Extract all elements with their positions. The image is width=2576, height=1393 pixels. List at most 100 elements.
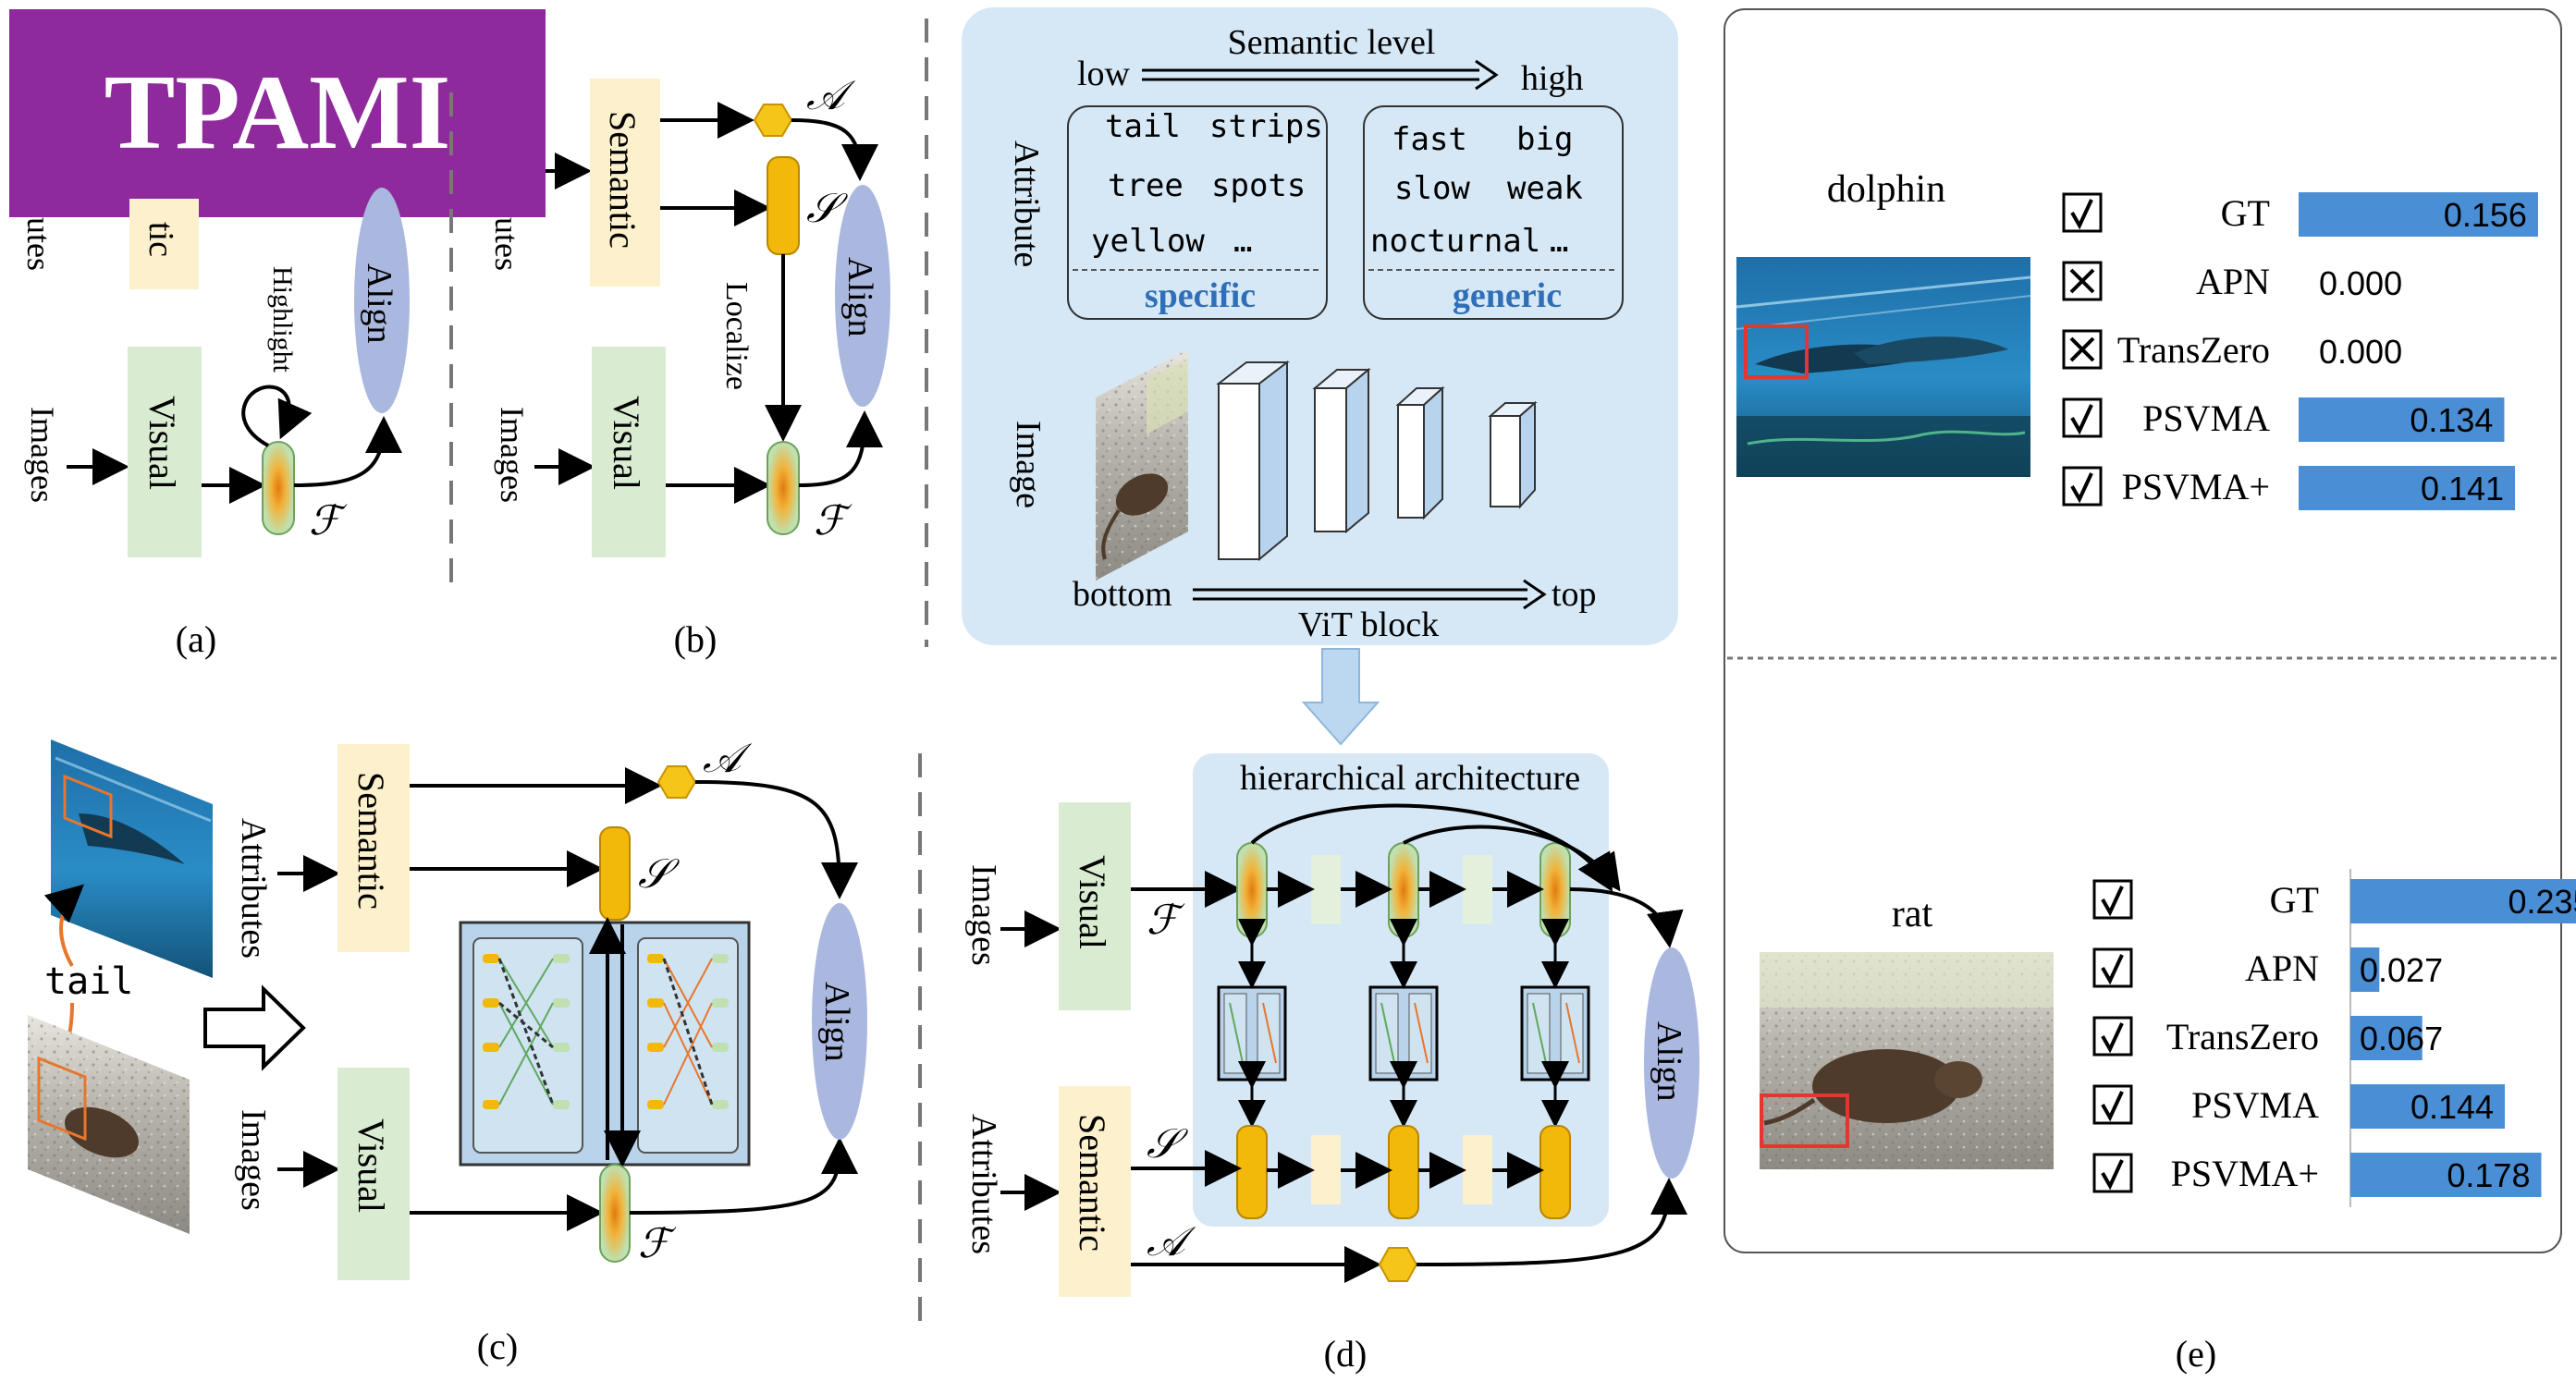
panel-b-arrow-to-align (798, 410, 883, 487)
high-label: high (1521, 59, 1584, 98)
panel-c-hollow-arrow (203, 984, 306, 1071)
dolphin-check-icon-1 (2070, 199, 2093, 230)
hier-module-1 (1217, 985, 1287, 1081)
hier-skip-3 (1569, 887, 1684, 948)
dolphin-mark-box-5 (2062, 466, 2103, 507)
module-left-net (483, 954, 570, 1109)
rat-method-label-2: APN (2245, 947, 2319, 989)
dolphin-mark-box-1 (2062, 192, 2103, 233)
rat-crop-box (1760, 1094, 1849, 1148)
dolphin-value-label-4: 0.134 (2410, 401, 2493, 439)
low-label: low (1077, 55, 1131, 93)
rat-value-label-1: 0.235 (2509, 883, 2576, 921)
dolphin-bar-1 (2299, 192, 2538, 237)
panel-d-visual-box (1059, 802, 1131, 1010)
rat-bar-2 (2350, 947, 2380, 992)
panel-b-f-pill (767, 441, 800, 535)
hier-s-pill-3 (1539, 1125, 1571, 1219)
panel-c-images-label: Images (234, 1109, 273, 1211)
dolphin-check-icon-4 (2070, 404, 2093, 435)
panel-b-a-symbol: 𝒜 (806, 73, 856, 118)
hier-f-pill-3 (1539, 842, 1571, 938)
semantic-level-arrow (1142, 59, 1499, 91)
hier-vit-green-1 (1311, 855, 1341, 924)
panel-d-visual-label: Visual (1072, 855, 1113, 949)
caption-c: (c) (477, 1326, 518, 1367)
rat-check-icon-4 (2101, 1091, 2124, 1122)
hier-f-pill-2 (1388, 842, 1419, 938)
rat-bar-1 (2350, 879, 2576, 923)
rat-check-icon-2 (2101, 954, 2124, 985)
image-label: Image (1009, 421, 1048, 508)
bottom-label: bottom (1073, 575, 1172, 614)
panel-c-s-pill (599, 826, 631, 921)
panel-c-a-hexagon (656, 765, 697, 799)
dolphin-thumbnail-skewed (51, 739, 213, 978)
panel-a-visual-box (128, 347, 202, 557)
panel-c-a-symbol: 𝒜 (703, 736, 753, 781)
panel-d-s-symbol: 𝒮 (1147, 1121, 1188, 1167)
panel-a-semantic-fragment: tic (141, 222, 180, 257)
rat-bar-5 (2350, 1153, 2542, 1197)
panel-b: utes Semantic 𝒜 𝒮 Localize Align Images … (488, 73, 890, 660)
rat-bars: GT0.235APN0.027TransZero0.067PSVMA0.144P… (2092, 869, 2576, 1207)
panel-d-bottom: hierarchical architecture Images Visual … (964, 753, 1699, 1375)
panel-c-f-symbol: ℱ (638, 1221, 677, 1266)
panel-b-semantic-box (590, 79, 660, 287)
caption-a: (a) (176, 618, 216, 660)
dolphin-photo (1736, 257, 2031, 477)
dolphin-method-label-4: PSVMA (2142, 397, 2270, 439)
generic-group-box (1363, 105, 1624, 320)
panel-b-visual-box (592, 347, 666, 557)
panel-a-attributes-fragment: utes (20, 217, 57, 271)
panel-a-semantic-box (129, 199, 199, 289)
dolphin-cross-icon-3 (2069, 336, 2095, 362)
dolphin-bar-4 (2299, 397, 2505, 442)
dolphin-method-label-5: PSVMA+ (2122, 466, 2270, 507)
dolphin-crop-box (1744, 324, 1809, 379)
rat-method-label-3: TransZero (2166, 1016, 2319, 1057)
vit-block-1 (1216, 360, 1290, 562)
rat-mark-box-2 (2092, 947, 2133, 988)
specific-word-1: tail (1105, 108, 1181, 145)
dolphin-method-label-3: TransZero (2117, 329, 2270, 371)
panel-c-semantic-label: Semantic (350, 772, 392, 910)
panel-a-highlight-loop (241, 385, 313, 447)
rat-method-label-4: PSVMA (2191, 1084, 2319, 1126)
hier-arch-label: hierarchical architecture (1240, 759, 1580, 798)
specific-word-6: … (1233, 223, 1252, 260)
panel-b-f-symbol: ℱ (814, 498, 853, 544)
panel-d-arrow-hex-align (1416, 1178, 1687, 1266)
module-right-net (647, 954, 729, 1109)
panel-a-f-pill (262, 441, 295, 535)
panel-c-arrow-to-align (629, 1137, 858, 1215)
rat-thumbnail-skewed (1096, 349, 1188, 580)
hier-vit-green-2 (1463, 855, 1492, 924)
dolphin-check-icon-5 (2070, 472, 2093, 504)
panel-c-interaction-module (459, 917, 751, 1167)
panel-d-top-bg (962, 7, 1678, 645)
specific-word-3: tree (1108, 167, 1184, 204)
panel-a-images-label: Images (24, 407, 61, 503)
rat-title: rat (1892, 893, 1933, 935)
panel-a: tic utes Images Visual Highlight ℱ Align… (20, 188, 410, 660)
caption-d: (d) (1324, 1333, 1368, 1375)
panel-c-align-label: Align (817, 982, 856, 1062)
panel-b-localize-label: Localize (719, 282, 754, 390)
rat-check-icon-3 (2101, 1022, 2124, 1054)
caption-e: (e) (2176, 1333, 2216, 1375)
panel-d-align-label: Align (1650, 1021, 1688, 1102)
panel-b-align (835, 185, 890, 407)
dolphin-method-label-1: GT (2221, 192, 2270, 234)
panel-a-highlight-label: Highlight (267, 266, 298, 373)
generic-word-1: fast (1392, 121, 1467, 158)
hier-vit-yellow-2 (1463, 1135, 1492, 1204)
panel-d-down-arrow (1301, 648, 1380, 746)
vit-direction-arrow (1193, 579, 1547, 610)
rat-thumbnail-skewed-c (28, 1015, 190, 1234)
dolphin-value-label-2: 0.000 (2319, 264, 2402, 302)
rat-mark-box-3 (2092, 1016, 2133, 1057)
dolphin-mark-box-4 (2062, 397, 2103, 438)
